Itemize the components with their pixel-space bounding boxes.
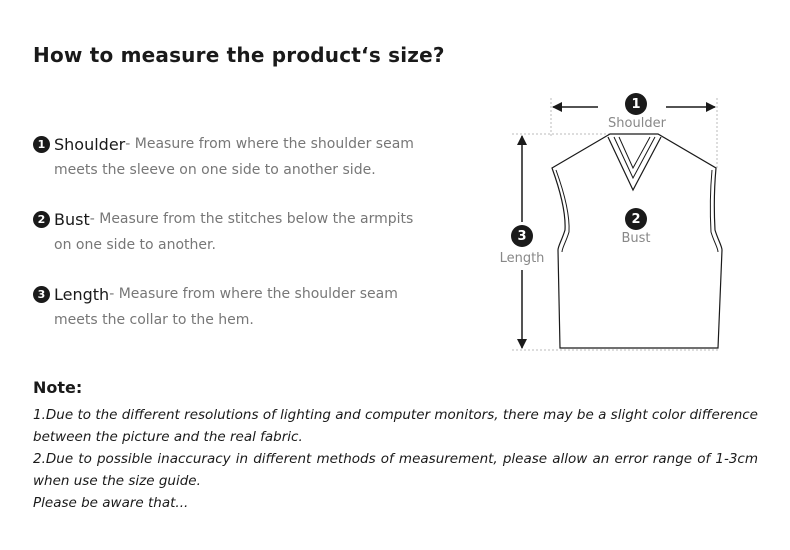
vest-body bbox=[551, 133, 723, 349]
collar-outer bbox=[607, 136, 662, 192]
shoulder-description-cont: meets the sleeve on one side to another … bbox=[54, 162, 376, 178]
note-line-3: Please be aware that... bbox=[33, 495, 189, 511]
page-title: How to measure the product‘s size? bbox=[33, 43, 445, 67]
number-badge-2: 2 bbox=[33, 210, 50, 228]
bust-description-cont: on one side to another. bbox=[54, 237, 216, 253]
vest-illustration bbox=[512, 98, 723, 351]
note-body: 1.Due to the different resolutions of li… bbox=[33, 404, 758, 514]
note-title: Note: bbox=[33, 378, 83, 397]
collar-rib bbox=[613, 136, 656, 180]
length-description: - Measure from where the shoulder seam bbox=[109, 286, 398, 302]
vest-measurement-diagram: 1 Shoulder 2 Bust 3 Length bbox=[490, 90, 730, 360]
length-number-badge: 3 bbox=[511, 225, 533, 247]
length-label: Length bbox=[499, 251, 545, 266]
number-badge-1: 1 bbox=[33, 135, 50, 153]
bust-number-badge: 2 bbox=[625, 208, 647, 230]
shoulder-description: - Measure from where the shoulder seam bbox=[125, 136, 414, 152]
number-badge-3: 3 bbox=[33, 285, 50, 303]
bust-term: Bust bbox=[54, 209, 90, 229]
length-term: Length bbox=[54, 284, 110, 304]
length-instruction: 3 Length- Measure from where the shoulde… bbox=[33, 283, 463, 328]
length-description-cont: meets the collar to the hem. bbox=[54, 312, 254, 328]
shoulder-instruction: 1 Shoulder- Measure from where the shoul… bbox=[33, 133, 463, 178]
shoulder-label: Shoulder bbox=[608, 116, 666, 131]
note-line-1: 1.Due to the different resolutions of li… bbox=[33, 407, 758, 445]
shoulder-term: Shoulder bbox=[54, 134, 126, 154]
bust-label: Bust bbox=[621, 231, 651, 246]
left-armhole-rib bbox=[555, 169, 570, 253]
shoulder-number-badge: 1 bbox=[625, 93, 647, 115]
bust-instruction: 2 Bust- Measure from the stitches below … bbox=[33, 208, 463, 253]
bust-description: - Measure from the stitches below the ar… bbox=[89, 211, 414, 227]
note-line-2: 2.Due to possible inaccuracy in differen… bbox=[33, 451, 758, 489]
collar-inner bbox=[618, 136, 651, 170]
right-armhole-rib bbox=[709, 169, 719, 253]
